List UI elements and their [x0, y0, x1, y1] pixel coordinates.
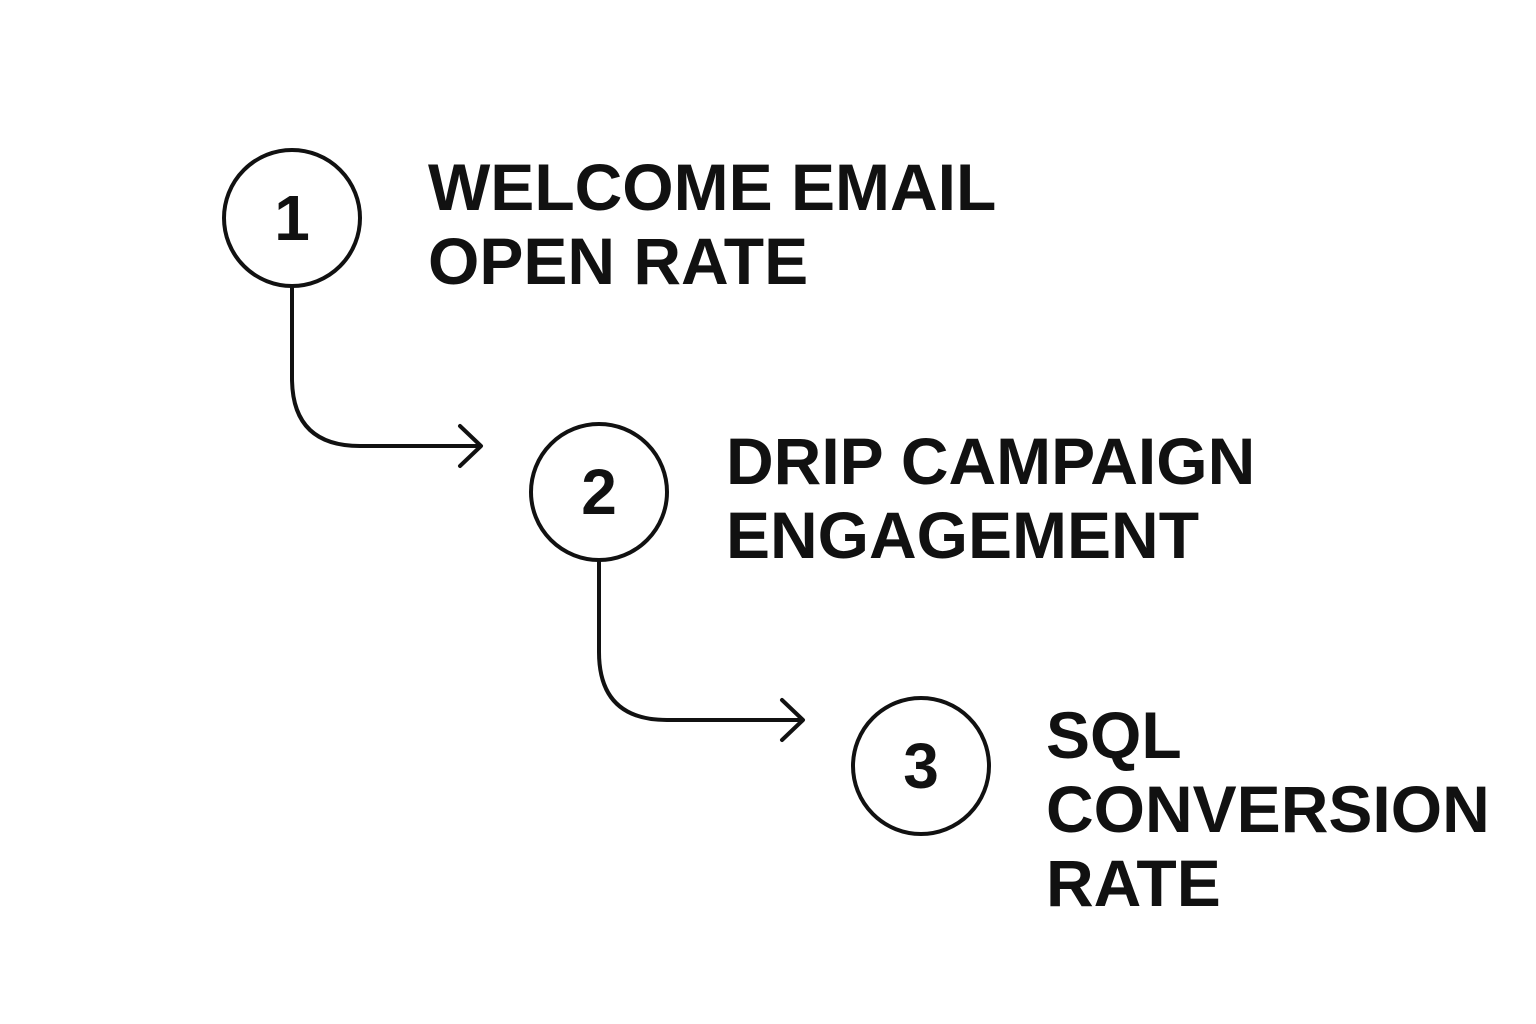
step-2-label-line-2: ENGAGEMENT [726, 498, 1200, 572]
step-3-label: SQL CONVERSION RATE [1046, 698, 1490, 920]
connector-1-to-2-line [290, 286, 482, 448]
step-1-number: 1 [274, 182, 310, 254]
connector-2-to-3-arrowhead [780, 698, 805, 742]
step-1-label-line-1: WELCOME EMAIL [428, 150, 997, 224]
connector-1-to-2-arrowhead [458, 424, 483, 468]
step-2-label: DRIP CAMPAIGN ENGAGEMENT [726, 424, 1255, 572]
connector-2-to-3-line [597, 560, 804, 722]
step-3-label-line-2: CONVERSION [1046, 772, 1490, 846]
step-1-label: WELCOME EMAIL OPEN RATE [428, 150, 996, 298]
step-3-label-line-1: SQL [1046, 698, 1182, 772]
step-2-circle: 2 [529, 422, 669, 562]
step-3-number: 3 [903, 730, 939, 802]
step-2-label-line-1: DRIP CAMPAIGN [726, 424, 1256, 498]
step-3-circle: 3 [851, 696, 991, 836]
step-1-circle: 1 [222, 148, 362, 288]
step-2-number: 2 [581, 456, 617, 528]
step-1-label-line-2: OPEN RATE [428, 224, 809, 298]
step-3-label-line-3: RATE [1046, 846, 1221, 920]
